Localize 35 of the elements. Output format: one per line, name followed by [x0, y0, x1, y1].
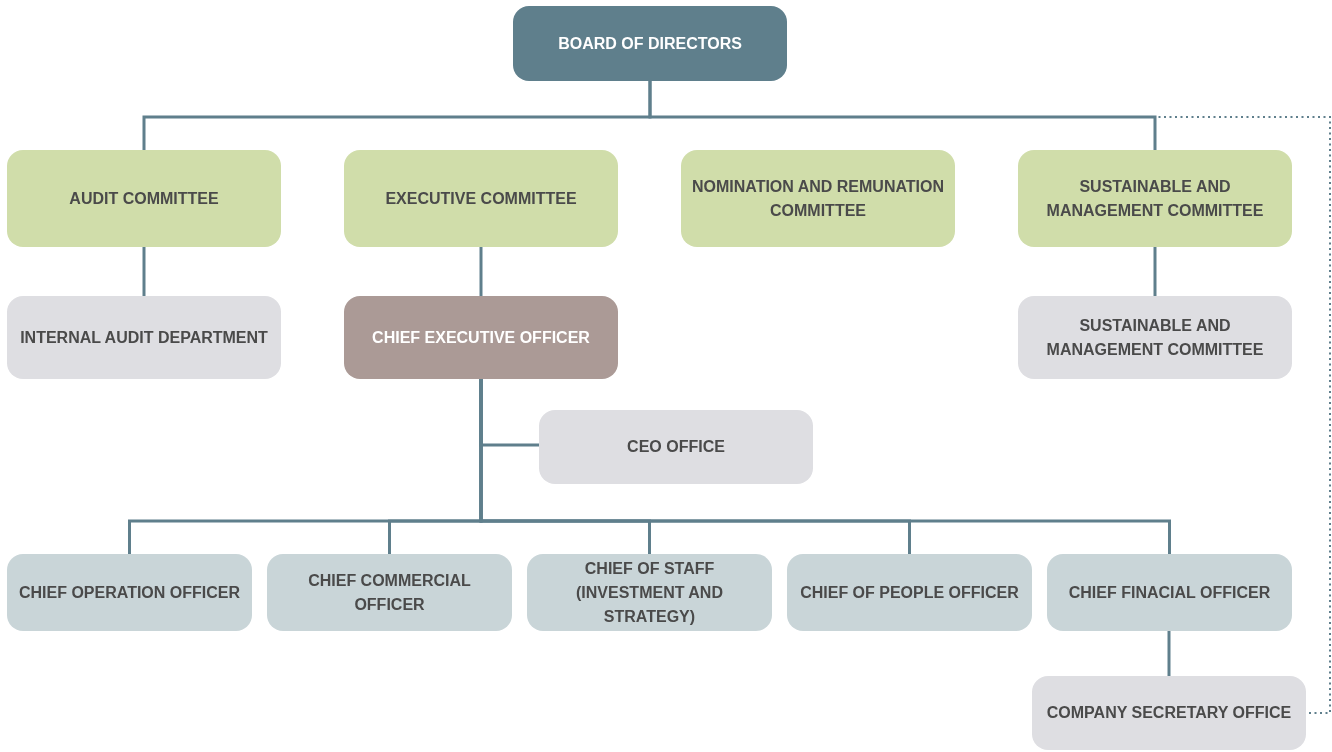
node-label: BOARD OF DIRECTORS [558, 33, 742, 54]
department-box [1018, 296, 1292, 379]
officer-box [7, 554, 252, 631]
connector-line [648, 81, 1157, 150]
node-label: CHIEF OPERATION OFFICER [18, 582, 240, 603]
connector-line [142, 247, 146, 296]
node-label: NOMINATION AND REMUNATION COMMITTEE [690, 176, 946, 221]
connector-line [1153, 247, 1157, 296]
node-label: CHIEF FINACIAL OFFICER [1068, 582, 1271, 603]
officer-box [787, 554, 1032, 631]
committee-box [344, 150, 618, 247]
committee-box [1018, 150, 1292, 247]
node-label: CEO OFFICE [627, 437, 725, 457]
node-label: CHIEF COMMERCIAL OFFICER [307, 570, 472, 615]
committee-box [681, 150, 955, 247]
office-box [539, 410, 813, 484]
board-box [513, 6, 787, 81]
node-label: SUSTAINABLE AND MANAGEMENT COMMITTEE [1045, 315, 1265, 360]
officer-box [1047, 554, 1292, 631]
node-label: INTERNAL AUDIT DEPARTMENT [20, 327, 268, 348]
node-label: CHIEF EXECUTIVE OFFICER [372, 327, 590, 348]
node-label: CHIEF OF PEOPLE OFFICER [800, 582, 1019, 603]
node-label: CHIEF OF STAFF (INVESTMENT AND STRATEGY) [575, 558, 724, 627]
node-label: EXECUTIVE COMMITTEE [385, 188, 577, 209]
connector-line [479, 247, 483, 296]
ceo-box [344, 296, 618, 379]
connector-line [1167, 631, 1171, 676]
node-label: COMPANY SECRETARY OFFICE [1046, 703, 1292, 723]
department-box [7, 296, 281, 379]
officer-box [267, 554, 512, 631]
office-box [1032, 676, 1306, 750]
node-label: SUSTAINABLE AND MANAGEMENT COMMITTEE [1045, 176, 1265, 221]
committee-box [7, 150, 281, 247]
node-label: AUDIT COMMITTEE [69, 188, 219, 209]
officer-box [527, 554, 772, 631]
